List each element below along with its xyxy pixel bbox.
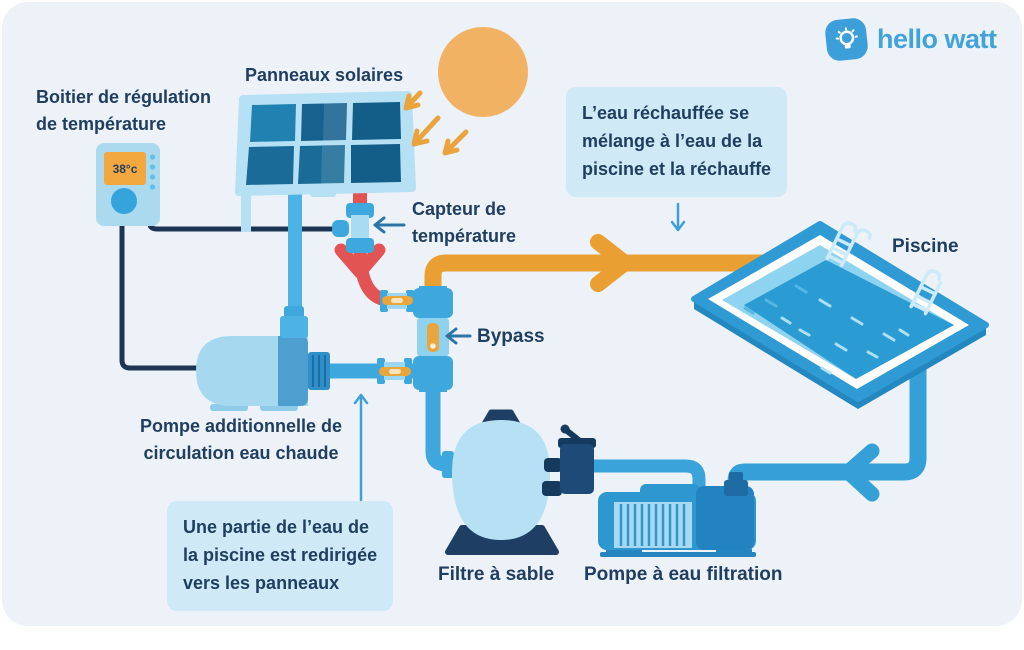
thermostat-screen bbox=[104, 152, 146, 185]
pool-label: Piscine bbox=[892, 236, 959, 257]
thermostat-label: Boitier de régulation de température bbox=[36, 87, 212, 134]
sun-icon bbox=[438, 27, 528, 117]
bypass-valve-handle bbox=[427, 323, 439, 352]
solar-panel-illustration bbox=[235, 91, 416, 232]
brand-logo: hello watt bbox=[823, 16, 997, 63]
sand-filter-label: Filtre à sable bbox=[438, 564, 555, 585]
brand-name: hello watt bbox=[877, 24, 997, 54]
redirected-water-callout: Une partie de l’eau de la piscine est re… bbox=[167, 501, 394, 611]
multiport-valve bbox=[542, 424, 596, 496]
label-arrows bbox=[373, 216, 472, 345]
filtration-pump-label: Pompe à eau filtration bbox=[584, 564, 783, 585]
pool-ladder-icon bbox=[825, 221, 943, 316]
warm-water-pipe bbox=[424, 234, 781, 311]
lightbulb-icon bbox=[823, 16, 870, 63]
bypass-assembly bbox=[413, 286, 453, 392]
hot-flow-arrow bbox=[334, 243, 386, 279]
return-flow-arrow bbox=[840, 443, 880, 502]
water-ripples bbox=[743, 284, 910, 375]
warm-flow-arrow bbox=[590, 234, 633, 292]
temperature-sensor bbox=[332, 203, 374, 253]
thermostat-illustration bbox=[96, 143, 160, 226]
sand-filter-illustration bbox=[445, 409, 559, 555]
sun-rays-arrows bbox=[403, 90, 469, 156]
thermostat-reading: 38°c bbox=[112, 161, 138, 176]
additional-pump-label: Pompe additionnelle de circulation eau c… bbox=[139, 416, 343, 463]
temperature-sensor-label: Capteur de température bbox=[412, 199, 517, 246]
pump-to-filter-pipe bbox=[581, 459, 706, 506]
callout-pointer-arrows bbox=[353, 202, 686, 502]
sensor-wire-connector bbox=[332, 220, 349, 237]
hot-line-valve bbox=[380, 290, 414, 312]
thermostat-dial bbox=[111, 188, 137, 214]
bypass-label: Bypass bbox=[477, 326, 545, 347]
heated-water-callout: L’eau réchauffée se mélange à l’eau de l… bbox=[566, 87, 788, 197]
additional-pump-illustration bbox=[196, 306, 330, 411]
filtration-pump-illustration bbox=[598, 472, 756, 557]
pump-inlet-fitting bbox=[724, 480, 748, 496]
suction-line-valve bbox=[377, 358, 412, 384]
solar-panels-label: Panneaux solaires bbox=[245, 65, 404, 85]
filter-inlet-fitting bbox=[442, 451, 454, 478]
pool-illustration bbox=[691, 221, 989, 409]
